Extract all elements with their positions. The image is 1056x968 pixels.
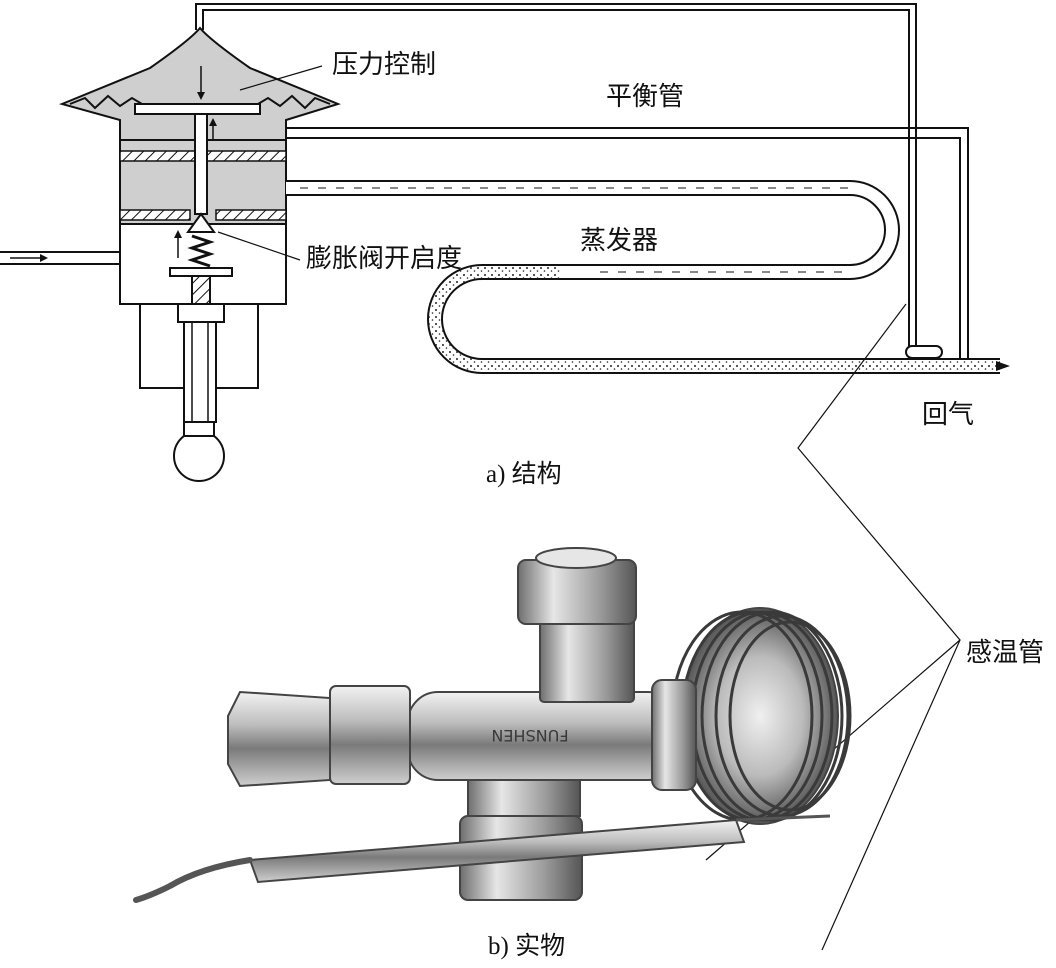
- sensing-tube-label: 感温管: [966, 638, 1045, 668]
- valve-opening-label: 膨胀阀开启度: [306, 244, 463, 274]
- evaporator-label: 蒸发器: [580, 226, 659, 256]
- caption-a: a) 结构: [486, 461, 562, 488]
- evaporator-coil: [286, 180, 1010, 374]
- leader-lines: [217, 65, 961, 951]
- return-gas-label: 回气: [922, 400, 975, 430]
- brand-engraving: FUNSHEN: [491, 726, 568, 745]
- capillary-tube: [195, 3, 917, 346]
- caption-b: b) 实物: [488, 933, 566, 960]
- sensing-bulb: [905, 345, 943, 359]
- balance-tube-label: 平衡管: [606, 82, 685, 112]
- expansion-valve-photo: [133, 547, 852, 903]
- balance-tube: [286, 127, 969, 368]
- valve-body: [0, 26, 341, 482]
- pressure-control-label: 压力控制: [332, 50, 437, 80]
